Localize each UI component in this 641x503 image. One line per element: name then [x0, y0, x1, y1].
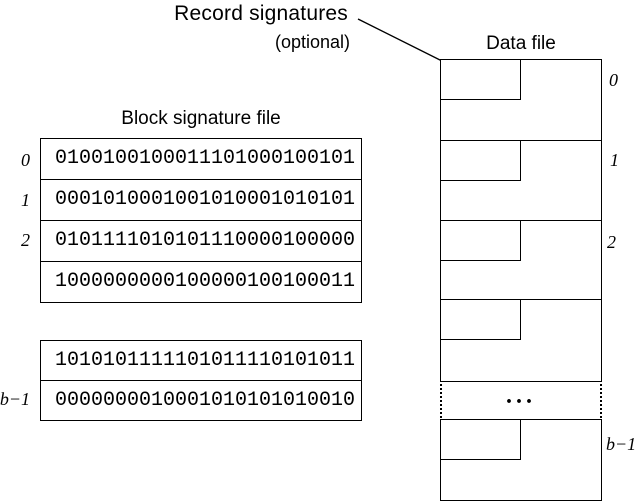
data-block-b1	[440, 419, 602, 501]
block-signature-file-title: Block signature file	[121, 108, 281, 129]
signature-row: 1010101111101011110101011	[55, 349, 356, 372]
data-block-index-2: 2	[607, 232, 616, 252]
signature-row: 0000000010001010101010010	[41, 380, 361, 420]
data-block-1	[440, 140, 602, 222]
record-signatures-label: Record signatures	[174, 2, 348, 25]
dotted-edge-left	[440, 384, 442, 418]
data-block-0	[440, 59, 602, 142]
record-signature-box	[441, 141, 521, 181]
data-file-title: Data file	[486, 33, 556, 54]
signature-row: 1000000000100000100100011	[41, 261, 361, 302]
record-signature-box	[441, 300, 521, 340]
sig-row-index-b1: b−1	[0, 389, 30, 409]
block-signature-box-bottom: 1010101111101011110101011 00000000100010…	[40, 340, 362, 421]
sig-row-index-1: 1	[21, 190, 30, 210]
signature-row: 0001010001001010001010101	[41, 179, 361, 220]
data-block-index-0: 0	[609, 70, 618, 90]
data-file-ellipsis: ...	[506, 383, 536, 409]
block-signature-box-top: 0100100100011101000100101 00010100010010…	[40, 138, 362, 303]
sig-row-index-2: 2	[21, 230, 30, 250]
record-signature-box	[441, 221, 521, 261]
data-block-index-1: 1	[610, 150, 619, 170]
dotted-edge-right	[600, 384, 602, 418]
optional-label: (optional)	[274, 32, 350, 52]
sig-row-index-0: 0	[21, 150, 30, 170]
data-block-2	[440, 220, 602, 301]
record-signature-box	[441, 420, 521, 460]
data-block-index-b1: b−1	[606, 434, 637, 454]
data-block-3	[440, 299, 602, 382]
signature-row: 0100100100011101000100101	[55, 147, 356, 170]
record-signature-box	[441, 60, 521, 100]
signature-row: 0101111010101110000100000	[41, 220, 361, 261]
